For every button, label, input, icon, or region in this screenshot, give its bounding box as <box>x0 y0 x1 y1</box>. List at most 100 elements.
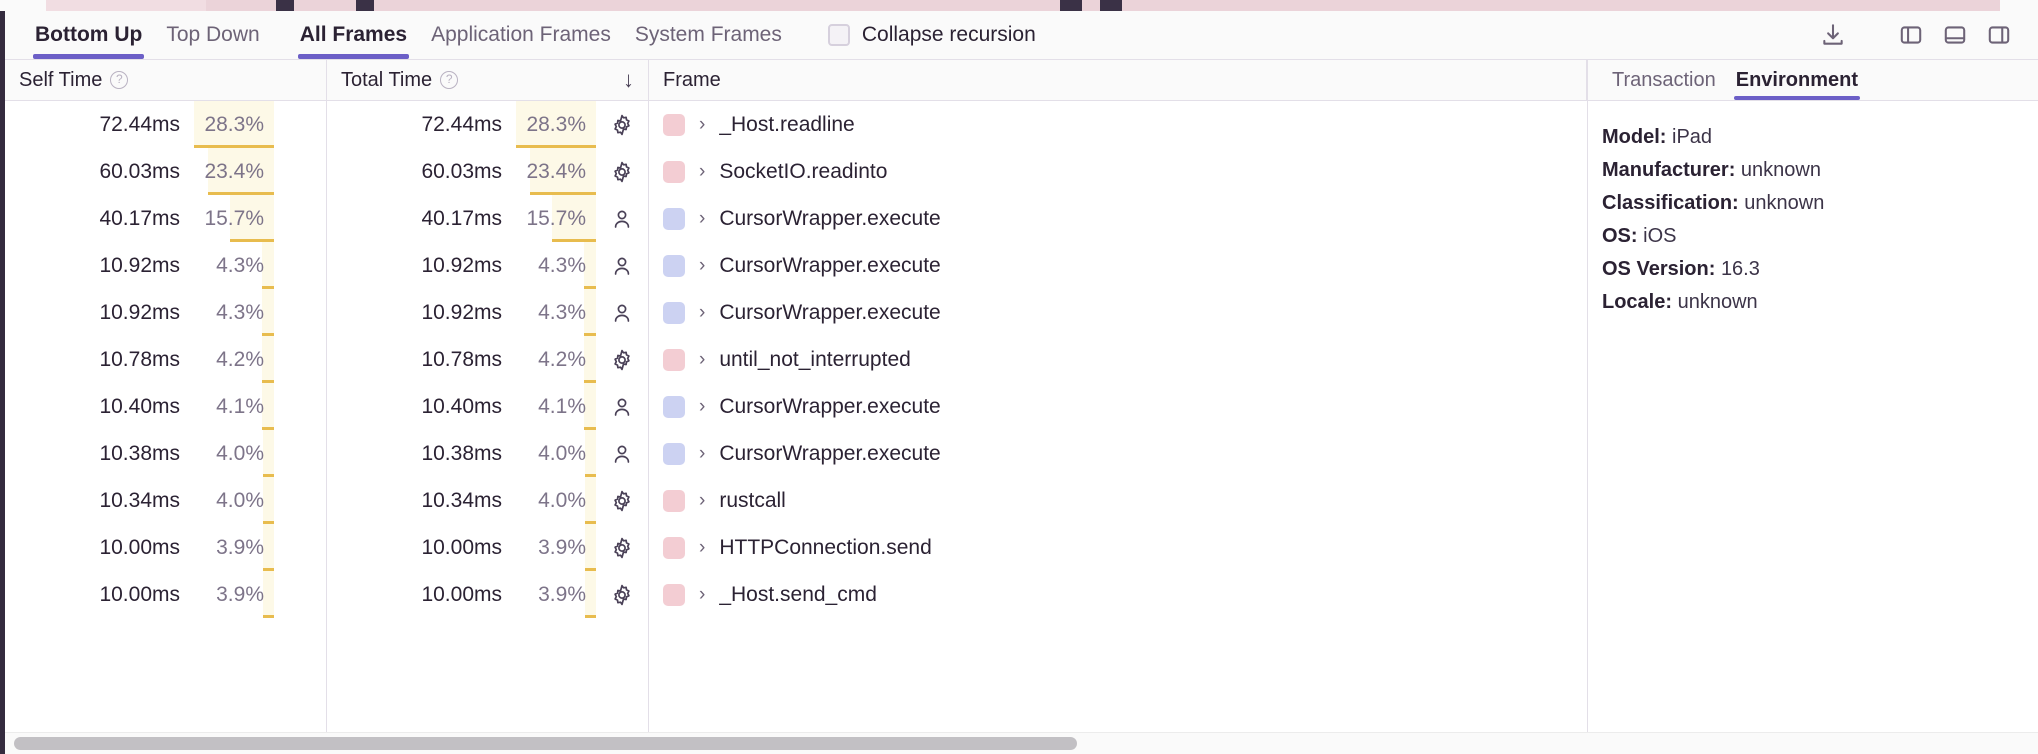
download-icon[interactable] <box>1816 18 1850 52</box>
expand-chevron-icon[interactable]: › <box>699 395 706 417</box>
self_time-value: 60.03ms <box>99 159 180 183</box>
expand-chevron-icon[interactable]: › <box>699 254 706 276</box>
person-icon[interactable] <box>596 430 648 477</box>
frame-color-swatch <box>663 113 685 136</box>
expand-chevron-icon[interactable]: › <box>699 207 706 229</box>
percent-bar <box>529 192 596 195</box>
total_time-value: 10.38ms <box>421 441 502 465</box>
help-icon[interactable]: ? <box>440 71 459 89</box>
percent-bar <box>584 521 596 524</box>
person-icon[interactable] <box>596 242 648 289</box>
tab-application-frames[interactable]: Application Frames <box>419 11 623 59</box>
tab-transaction[interactable]: Transaction <box>1602 60 1726 100</box>
percent-background <box>551 195 596 242</box>
expand-chevron-icon[interactable]: › <box>699 113 706 135</box>
environment-key: Locale: <box>1602 291 1673 313</box>
flamegraph-block[interactable] <box>1060 0 1082 11</box>
tab-top-down[interactable]: Top Down <box>154 11 271 59</box>
percent-background <box>529 148 596 195</box>
column-header-self-time[interactable]: Self Time ? <box>5 60 327 100</box>
person-icon[interactable] <box>596 383 648 430</box>
cell-frame[interactable]: ›SocketIO.readinto <box>649 148 1587 195</box>
percent-background <box>194 101 274 148</box>
flamegraph-block[interactable] <box>1100 0 1122 11</box>
expand-chevron-icon[interactable]: › <box>699 442 706 464</box>
cell-frame[interactable]: ›CursorWrapper.execute <box>649 383 1587 430</box>
environment-row: Manufacturer: unknown <box>1602 156 2038 184</box>
cell-frame[interactable]: ›until_not_interrupted <box>649 336 1587 383</box>
expand-chevron-icon[interactable]: › <box>699 489 706 511</box>
cell-frame[interactable]: ›CursorWrapper.execute <box>649 430 1587 477</box>
gear-icon[interactable] <box>596 101 648 148</box>
cell-frame[interactable]: ›CursorWrapper.execute <box>649 195 1587 242</box>
icon-slot-empty <box>274 430 326 477</box>
tab-environment[interactable]: Environment <box>1726 60 1868 100</box>
profile-body: Self Time ? Total Time ? ↓ Frame 72.44ms… <box>5 59 2038 732</box>
collapse-recursion-toggle[interactable]: Collapse recursion <box>827 23 1036 47</box>
icon-slot-empty <box>274 101 326 148</box>
person-icon[interactable] <box>596 195 648 242</box>
cell-frame[interactable]: ›CursorWrapper.execute <box>649 289 1587 336</box>
column-header-frame[interactable]: Frame <box>649 60 1587 100</box>
frame-name: HTTPConnection.send <box>719 535 932 559</box>
expand-chevron-icon[interactable]: › <box>699 536 706 558</box>
percent-bar <box>229 239 274 242</box>
layout-left-panel-icon[interactable] <box>1894 18 1928 52</box>
total_pct-value: 3.9% <box>538 535 586 559</box>
percent-bar <box>262 521 274 524</box>
frame-color-swatch <box>663 489 685 512</box>
help-icon[interactable]: ? <box>110 71 129 89</box>
percent-background <box>584 336 596 383</box>
cell-frame[interactable]: ›_Host.send_cmd <box>649 571 1587 618</box>
flamegraph-block[interactable] <box>356 0 374 11</box>
environment-value: unknown <box>1740 159 1821 181</box>
tab-all-frames[interactable]: All Frames <box>288 11 419 59</box>
gear-icon[interactable] <box>596 571 648 618</box>
cell-frame[interactable]: ›_Host.readline <box>649 101 1587 148</box>
flamegraph-strip-cropped[interactable] <box>0 0 2038 11</box>
gear-icon[interactable] <box>596 477 648 524</box>
gear-icon[interactable] <box>596 336 648 383</box>
collapse-recursion-checkbox[interactable] <box>827 24 850 46</box>
layout-bottom-panel-icon[interactable] <box>1938 18 1972 52</box>
expand-chevron-icon[interactable]: › <box>699 301 706 323</box>
scrollbar-track[interactable] <box>5 733 1591 754</box>
self_time-value: 10.34ms <box>99 488 180 512</box>
expand-chevron-icon[interactable]: › <box>699 583 706 605</box>
cell-frame[interactable]: › HTTPConnection.send <box>649 524 1587 571</box>
gear-icon[interactable] <box>596 148 648 195</box>
frame-color-swatch <box>663 254 685 277</box>
scrollbar-thumb[interactable] <box>14 737 1077 750</box>
self_time-value: 10.92ms <box>99 300 180 324</box>
expand-chevron-icon[interactable]: › <box>699 160 706 182</box>
person-icon[interactable] <box>596 289 648 336</box>
horizontal-scrollbar[interactable] <box>5 732 2038 754</box>
tab-system-frames[interactable]: System Frames <box>623 11 794 59</box>
total_pct-value: 4.3% <box>538 253 586 277</box>
cell-frame[interactable]: ›rustcall <box>649 477 1587 524</box>
tab-bottom-up[interactable]: Bottom Up <box>23 11 154 59</box>
expand-chevron-icon[interactable]: › <box>699 348 706 370</box>
flamegraph-block[interactable] <box>276 0 294 11</box>
tab-system-frames-label: System Frames <box>634 23 782 46</box>
layout-right-panel-icon[interactable] <box>1982 18 2016 52</box>
cell-frame[interactable]: ›CursorWrapper.execute <box>649 242 1587 289</box>
column-header-total-time[interactable]: Total Time ? ↓ <box>327 60 649 100</box>
flamegraph-block[interactable] <box>46 0 206 11</box>
gear-icon[interactable] <box>596 524 648 571</box>
